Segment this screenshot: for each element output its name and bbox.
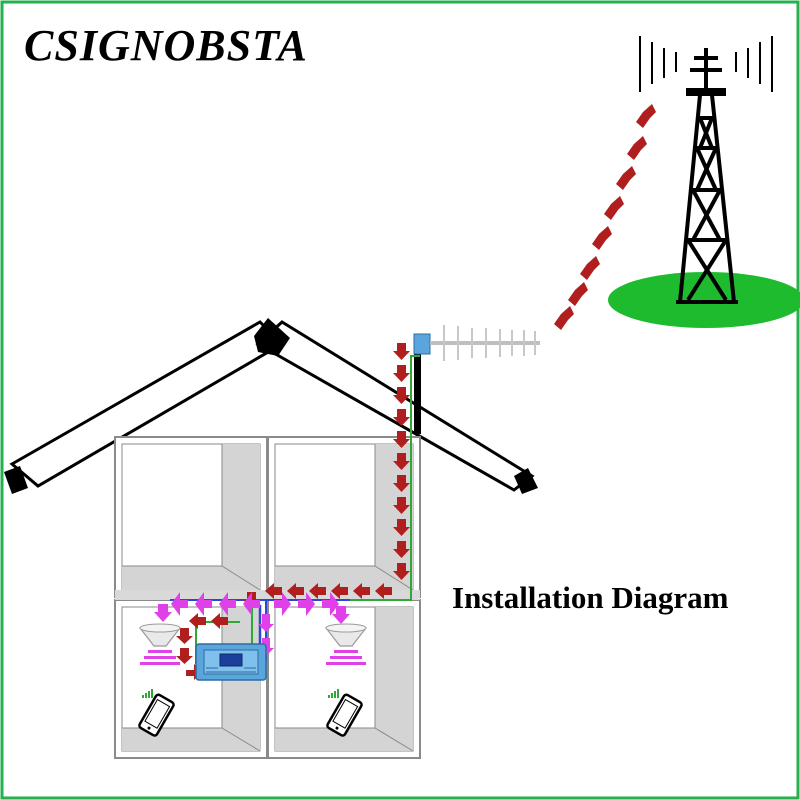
diagram-caption: Installation Diagram bbox=[452, 580, 729, 615]
ceiling-antenna-icon bbox=[324, 623, 368, 665]
outdoor-signal-path bbox=[554, 104, 656, 330]
yagi-antenna-icon bbox=[413, 325, 540, 434]
signal-repeater-icon bbox=[195, 643, 267, 681]
smartphone-icon bbox=[138, 689, 175, 737]
brand-title: CSIGNOBSTA bbox=[24, 21, 308, 70]
smartphone-icon bbox=[326, 689, 363, 737]
ceiling-antenna-icon bbox=[138, 623, 182, 665]
house-roof bbox=[4, 318, 538, 494]
cell-tower-icon bbox=[608, 36, 800, 328]
